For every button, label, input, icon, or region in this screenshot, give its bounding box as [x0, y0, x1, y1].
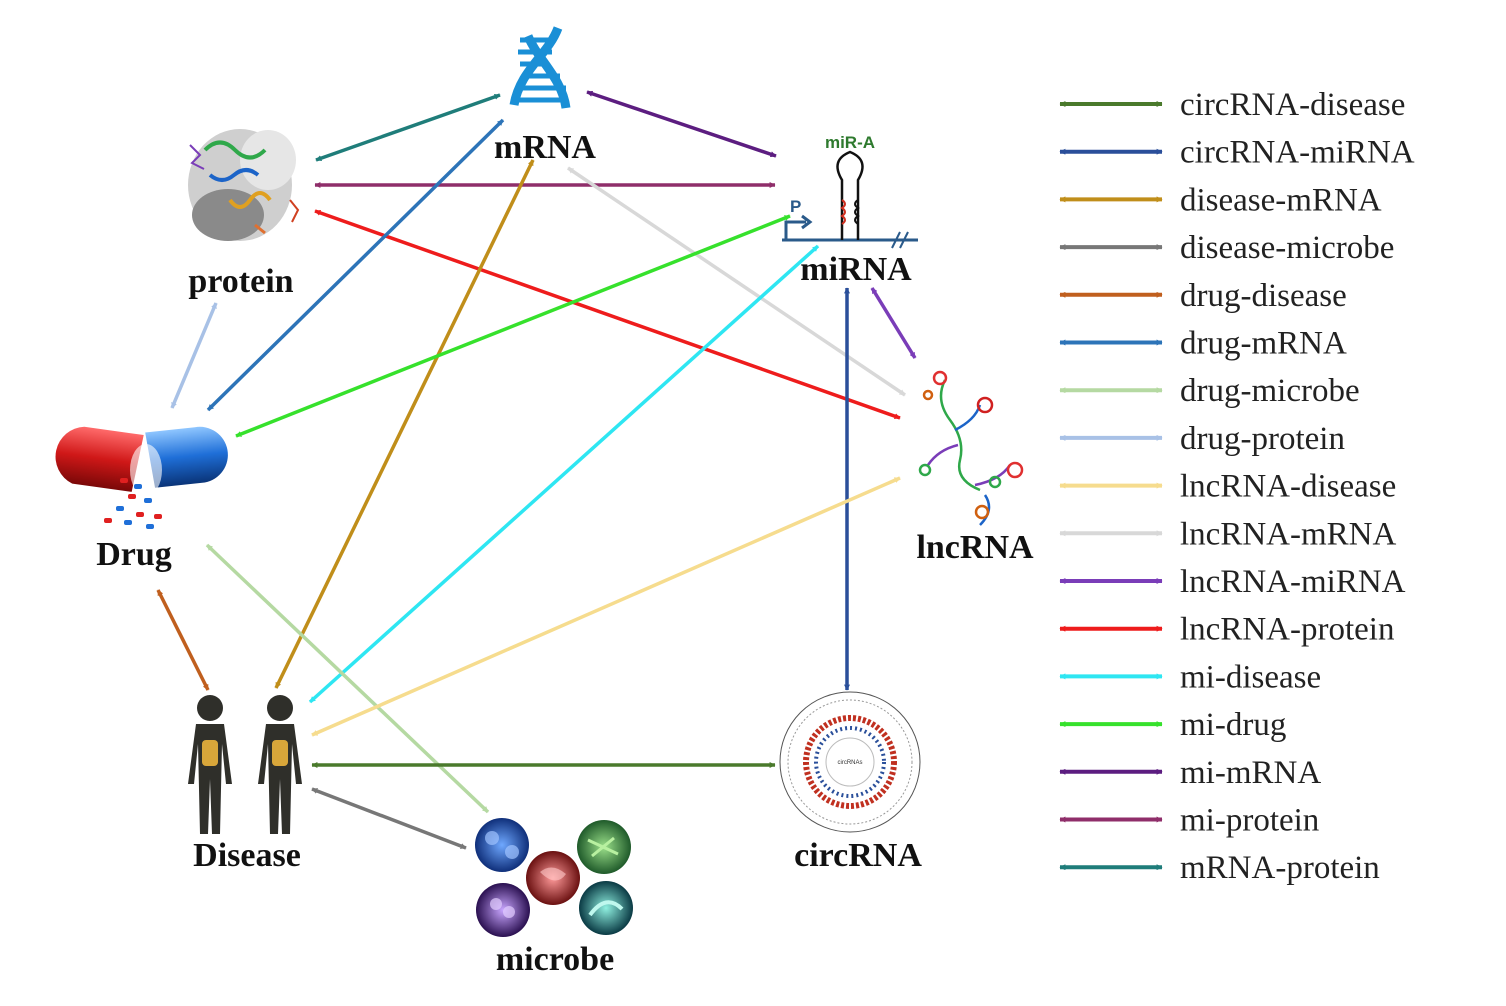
- legend-item: mi-drug: [1059, 707, 1286, 743]
- edge-lncrna-mirna: [870, 287, 917, 359]
- mir-a-label: miR-A: [825, 133, 875, 152]
- legend-label: lncRNA-protein: [1180, 612, 1394, 648]
- legend-item: circRNA-disease: [1059, 87, 1405, 123]
- lncrna-node: lncRNA: [916, 370, 1034, 566]
- mirna-node: miR-A P miRNA: [782, 133, 918, 288]
- dna-helix-icon: [509, 26, 571, 109]
- microbe-label: microbe: [496, 941, 614, 978]
- legend-item: mRNA-protein: [1059, 850, 1380, 886]
- legend: circRNA-disease circRNA-miRNA disease-mRNA…: [1059, 87, 1415, 886]
- legend-label: circRNA-miRNA: [1180, 135, 1415, 171]
- legend-item: mi-disease: [1059, 659, 1321, 695]
- edge-disease-mrna: [274, 159, 535, 689]
- protein-node: protein: [188, 129, 300, 300]
- lncrna-label: lncRNA: [916, 529, 1034, 566]
- legend-label: circRNA-disease: [1180, 87, 1405, 123]
- circos-plot-icon: circRNAs: [779, 691, 921, 833]
- legend-label: lncRNA-mRNA: [1180, 516, 1396, 552]
- mirna-hairpin-icon: miR-A P: [782, 133, 918, 249]
- legend-label: drug-microbe: [1180, 373, 1360, 409]
- circrna-node: circRNAs circRNA: [779, 691, 922, 874]
- lncrna-structure-icon: [918, 370, 1024, 526]
- legend-label: drug-mRNA: [1180, 326, 1347, 362]
- legend-label: mi-drug: [1180, 707, 1286, 743]
- protein-label: protein: [188, 263, 293, 300]
- legend-label: drug-disease: [1180, 278, 1347, 314]
- mrna-node: mRNA: [494, 26, 596, 166]
- microbe-cluster-icon: [475, 818, 633, 937]
- legend-item: drug-mRNA: [1059, 326, 1347, 362]
- legend-label: mi-disease: [1180, 659, 1321, 695]
- legend-item: drug-protein: [1059, 421, 1345, 457]
- circrnas-inner-label: circRNAs: [838, 760, 863, 766]
- edge-mi-mrna: [586, 90, 777, 158]
- legend-item: circRNA-miRNA: [1059, 135, 1415, 171]
- legend-item: disease-microbe: [1059, 230, 1394, 266]
- legend-item: disease-mRNA: [1059, 182, 1382, 218]
- legend-label: disease-mRNA: [1180, 182, 1382, 218]
- edge-drug-disease: [156, 589, 210, 691]
- legend-item: lncRNA-protein: [1059, 612, 1394, 648]
- edge-lncrna-protein: [314, 209, 901, 420]
- disease-label: Disease: [193, 837, 301, 874]
- edge-mi-disease: [308, 244, 820, 704]
- circrna-label: circRNA: [794, 837, 922, 874]
- disease-node: Disease: [188, 695, 302, 874]
- edge-mi-drug: [235, 214, 791, 438]
- legend-item: lncRNA-mRNA: [1059, 516, 1396, 552]
- mrna-label: mRNA: [494, 129, 596, 166]
- edge-drug-microbe: [205, 543, 490, 814]
- human-body-icon: [188, 695, 302, 834]
- edge-disease-microbe: [311, 787, 467, 850]
- capsule-icon: [55, 426, 228, 529]
- promoter-label: P: [790, 197, 801, 216]
- legend-label: lncRNA-miRNA: [1180, 564, 1406, 600]
- legend-item: lncRNA-disease: [1059, 469, 1396, 505]
- legend-label: mRNA-protein: [1180, 850, 1380, 886]
- drug-node: Drug: [55, 426, 228, 573]
- legend-label: mi-mRNA: [1180, 755, 1321, 791]
- microbe-node: microbe: [475, 818, 633, 978]
- legend-label: drug-protein: [1180, 421, 1345, 457]
- legend-label: disease-microbe: [1180, 230, 1394, 266]
- edge-lncrna-disease: [311, 476, 901, 737]
- edges: [156, 90, 917, 850]
- drug-label: Drug: [96, 536, 172, 573]
- pill-granules-icon: [104, 478, 162, 529]
- legend-label: lncRNA-disease: [1180, 469, 1396, 505]
- legend-item: mi-protein: [1059, 803, 1319, 839]
- legend-item: drug-microbe: [1059, 373, 1360, 409]
- protein-structure-icon: [188, 129, 300, 241]
- legend-item: drug-disease: [1059, 278, 1347, 314]
- legend-item: mi-mRNA: [1059, 755, 1321, 791]
- edge-drug-protein: [170, 302, 218, 409]
- mirna-label: miRNA: [800, 251, 912, 288]
- legend-label: mi-protein: [1180, 803, 1319, 839]
- legend-item: lncRNA-miRNA: [1059, 564, 1406, 600]
